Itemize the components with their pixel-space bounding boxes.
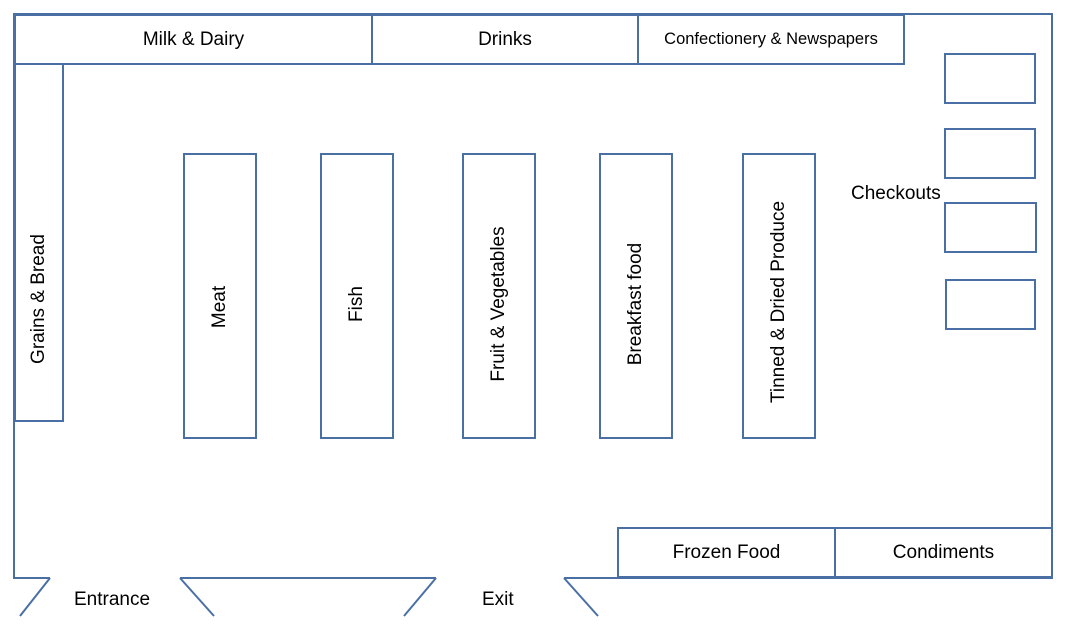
section-condiments-label: Condiments (892, 541, 995, 563)
section-frozen-food-label: Frozen Food (672, 541, 781, 563)
entrance-door-left (19, 577, 51, 617)
section-grains-bread-label: Grains & Bread (28, 234, 49, 365)
section-confectionery: Confectionery & Newspapers (637, 14, 905, 65)
aisle-meat: Meat (183, 153, 257, 439)
section-condiments: Condiments (834, 527, 1053, 578)
checkout-counter (944, 202, 1037, 253)
aisle-breakfast-food: Breakfast food (599, 153, 673, 439)
entrance-door-right (179, 577, 215, 617)
section-drinks: Drinks (371, 14, 639, 65)
entrance-label: Entrance (74, 589, 151, 610)
aisle-tinned-dried-label: Tinned & Dried Produce (768, 200, 789, 403)
checkout-counter (944, 53, 1036, 104)
section-drinks-label: Drinks (478, 28, 532, 50)
exit-door-left (403, 577, 437, 617)
aisle-fruit-vegetables-label: Fruit & Vegetables (488, 226, 509, 383)
aisle-fruit-vegetables: Fruit & Vegetables (462, 153, 536, 439)
checkout-counter (944, 128, 1036, 179)
aisle-fish-label: Fish (346, 286, 367, 323)
aisle-fish: Fish (320, 153, 394, 439)
aisle-meat-label: Meat (209, 286, 230, 329)
checkouts-label: Checkouts (851, 183, 941, 204)
section-frozen-food: Frozen Food (617, 527, 836, 578)
section-confectionery-label: Confectionery & Newspapers (664, 30, 878, 48)
section-milk-dairy: Milk & Dairy (14, 14, 373, 65)
aisle-tinned-dried: Tinned & Dried Produce (742, 153, 816, 439)
aisle-breakfast-food-label: Breakfast food (625, 243, 646, 366)
section-grains-bread: Grains & Bread (14, 63, 64, 422)
exit-door-right (563, 577, 599, 617)
section-milk-dairy-label: Milk & Dairy (142, 28, 245, 50)
exit-label: Exit (482, 589, 514, 610)
checkout-counter (945, 279, 1036, 330)
